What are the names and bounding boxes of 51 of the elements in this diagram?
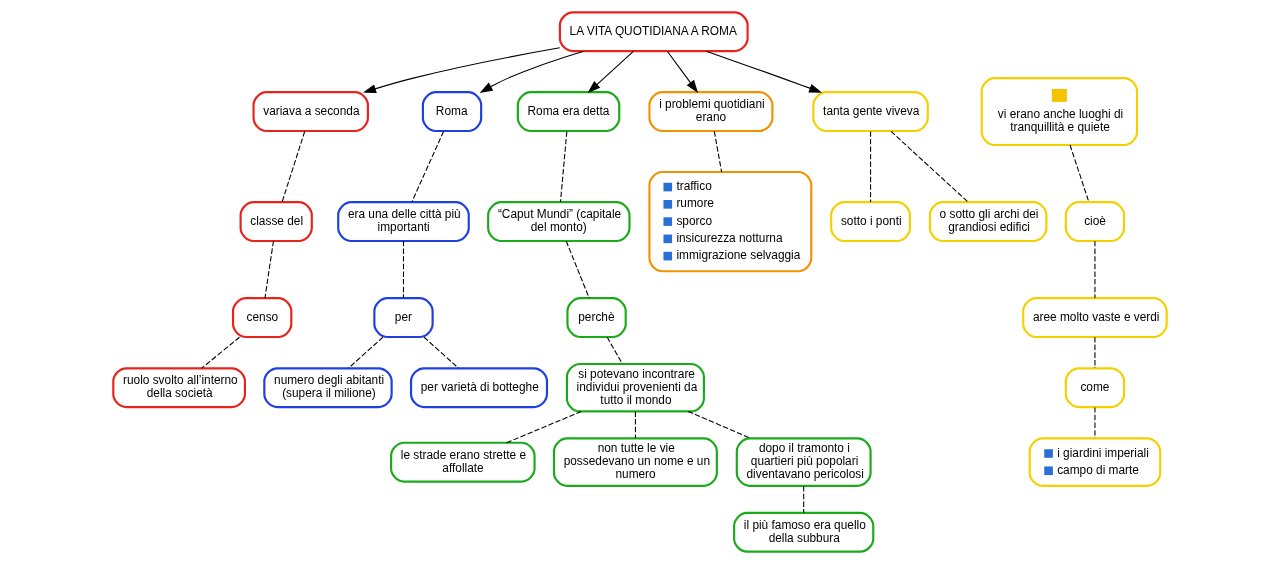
node-box: Roma era detta	[516, 91, 621, 133]
node-box: cioè	[1064, 201, 1126, 243]
node-box: come	[1064, 367, 1126, 409]
arrow	[363, 47, 561, 94]
connector	[803, 485, 805, 514]
node-box: vi erano anche luoghi di tranquillità e quiete	[980, 77, 1139, 147]
node-box: non tutte le vie possedevano un nome e un numero	[552, 437, 718, 487]
connector	[506, 410, 582, 444]
node-box: LA VITA QUOTIDIANA A ROMA	[558, 11, 749, 53]
connector	[559, 130, 568, 203]
connector	[201, 336, 240, 369]
arrow	[705, 50, 823, 93]
node-box: era una delle città più importanti	[337, 201, 470, 243]
node-box: il più famoso era quello della subbura	[733, 511, 875, 553]
connector	[411, 130, 445, 203]
node-box: i problemi quotidiani erano	[648, 91, 774, 133]
connector	[348, 336, 384, 369]
node-box: variava a seconda	[252, 91, 369, 133]
connector	[402, 240, 405, 299]
connector	[281, 130, 306, 203]
node-box: censo	[231, 297, 293, 339]
connector	[606, 336, 623, 365]
connector	[890, 130, 969, 203]
connector	[713, 130, 723, 173]
connector	[423, 336, 459, 369]
node-box: “Caput Mundi” (capitale del monto)	[487, 201, 631, 243]
node-box: dopo il tramonto i quartieri più popolari diventavano pericolosi	[735, 437, 872, 487]
node-box: sotto i ponti	[830, 201, 912, 243]
arrow	[587, 50, 635, 94]
connector	[1069, 144, 1090, 203]
node-box: tanta gente viveva	[812, 91, 929, 133]
node-box: Roma	[421, 91, 483, 133]
connector	[687, 410, 752, 439]
node-box: traffico rumore sporco insicurezza notturna immigrazione selvaggia	[648, 170, 813, 273]
connector	[264, 240, 274, 299]
node-box: o sotto gli archi dei grandiosi edifici	[928, 201, 1048, 243]
node-box: per	[373, 297, 434, 339]
connector	[634, 411, 636, 439]
node-box: aree molto vaste e verdi	[1022, 297, 1168, 339]
node-box: per varietà di botteghe	[409, 367, 549, 409]
connector	[870, 130, 872, 203]
node-box: le strade erano strette e affollate	[390, 441, 536, 483]
node-box: si potevano incontrare individui provenienti da tutto il mondo	[565, 362, 705, 413]
node-box: perchè	[566, 297, 627, 339]
node-box: i giardini imperiali campo di marte	[1028, 437, 1162, 487]
arrow	[479, 50, 585, 93]
node-box: numero degli abitanti (supera il milione)	[263, 367, 393, 409]
connector	[565, 240, 590, 299]
node-box: ruolo svolto all’interno della società	[112, 367, 246, 409]
node-box: classe del	[239, 201, 313, 243]
arrow	[666, 50, 699, 93]
